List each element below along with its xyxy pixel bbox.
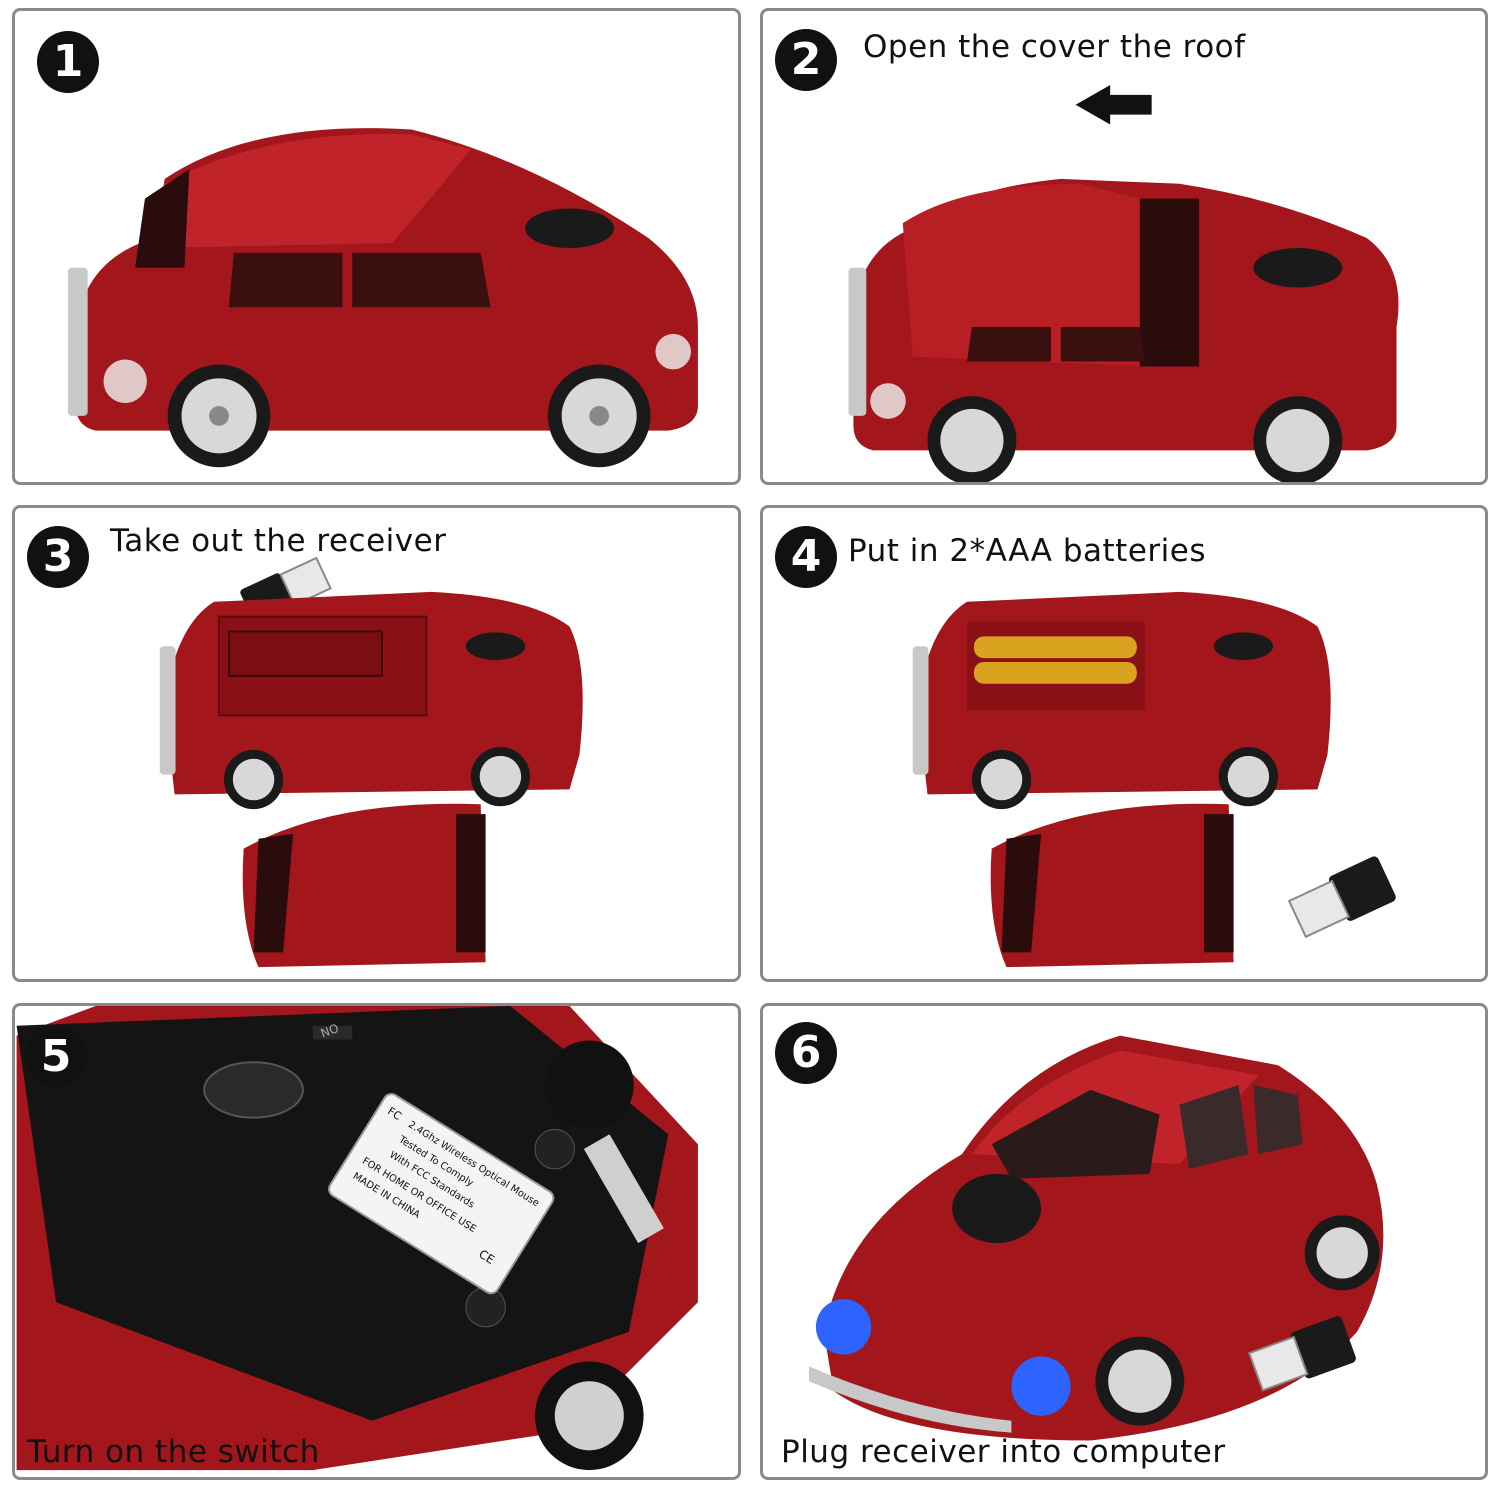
car-mouse-side-image: [67, 128, 698, 468]
step-panel-1: 1: [12, 8, 741, 485]
usb-receiver-icon: [1248, 1316, 1356, 1392]
step-caption: Turn on the switch: [27, 1434, 320, 1470]
step-caption: Plug receiver into computer: [781, 1434, 1226, 1470]
step-number-badge: 2: [775, 29, 837, 91]
step-number-badge: 4: [775, 526, 837, 588]
step-number-badge: 3: [27, 526, 89, 588]
step-panel-4: 4 Put in 2*AAA batteries: [760, 505, 1488, 982]
battery-aaa: [973, 662, 1137, 684]
step-panel-6: 6 Plug receiver into computer: [760, 1003, 1488, 1480]
usb-receiver-icon: [1287, 856, 1396, 939]
step-caption: Put in 2*AAA batteries: [848, 533, 1206, 569]
battery-aaa: [973, 636, 1137, 659]
fcc-mark: FC: [385, 1105, 404, 1123]
arrow-left-icon: [1075, 85, 1152, 125]
step-number-badge: 1: [37, 31, 99, 93]
car-mouse-underside-image: ON FC 2.4Ghz Wireless Optical Mouse Test…: [16, 1006, 698, 1471]
step-caption: Take out the receiver: [110, 523, 447, 559]
led-headlight-left: [815, 1299, 872, 1355]
step-number-badge: 6: [775, 1022, 837, 1084]
step-panel-3: 3 Take out the receiver: [12, 505, 741, 982]
car-mouse-batteries-image: [912, 591, 1396, 968]
car-mouse-roof-open-image: [848, 85, 1399, 482]
step-caption: Open the cover the roof: [863, 29, 1246, 65]
step-panel-5: 5 Turn on the switch ON FC 2.4Ghz Wirele…: [12, 1003, 741, 1480]
roof-cover-part: [242, 803, 486, 968]
step-number-badge: 5: [25, 1026, 87, 1088]
car-mouse-receiver-image: [159, 556, 583, 968]
switch-label: ON: [319, 1020, 341, 1039]
led-headlight-right: [1011, 1356, 1071, 1416]
car-mouse-front-image: [809, 1035, 1384, 1441]
scroll-button: [952, 1173, 1042, 1243]
step-panel-2: 2 Open the cover the roof: [760, 8, 1488, 485]
